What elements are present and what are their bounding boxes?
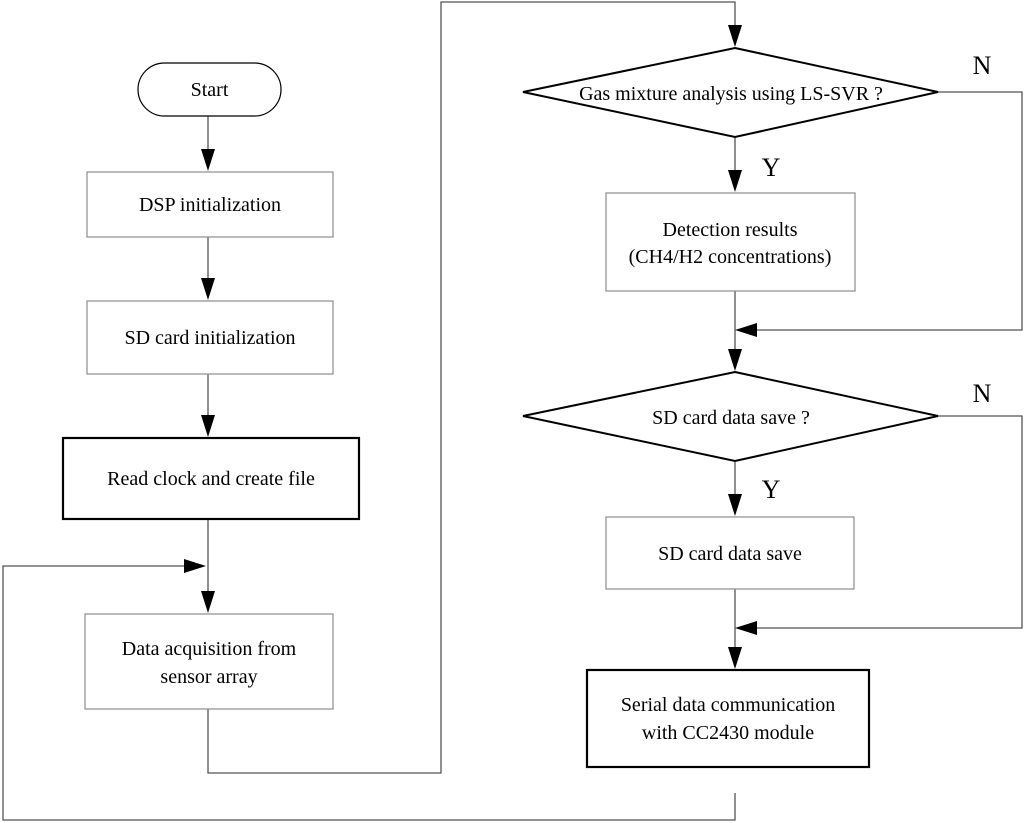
sd-save-node: SD card data save: [605, 516, 855, 590]
start-node: Start: [137, 62, 282, 117]
sd-init-label: SD card initialization: [124, 327, 295, 349]
connector-sd-no: [756, 415, 1023, 629]
sd-init-node: SD card initialization: [86, 300, 334, 375]
arrow-to-dsp: [201, 149, 215, 171]
sd-yes-label: Y: [762, 475, 781, 504]
serial-label-line-1: Serial data communication: [621, 694, 835, 716]
dsp-init-label: DSP initialization: [139, 194, 281, 216]
read-clock-label: Read clock and create file: [107, 468, 315, 490]
gas-decision-label: Gas mixture analysis using LS-SVR ?: [579, 83, 883, 105]
connector-gas-no: [756, 91, 1023, 331]
acquisition-box: [84, 613, 334, 710]
read-clock-box: [61, 436, 361, 521]
arrow-to-detection: [728, 170, 742, 192]
detection-label-line-1: Detection results: [663, 219, 798, 241]
serial-box: [585, 668, 871, 769]
start-label: Start: [191, 79, 229, 101]
acquisition-label-line-2: sensor array: [160, 666, 257, 688]
acquisition-node: Data acquisition from sensor array: [84, 613, 334, 710]
connector-loop-back: [2, 565, 736, 821]
serial-node: Serial data communication with CC2430 mo…: [585, 668, 871, 769]
sd-no-label: N: [973, 379, 992, 408]
arrowheads: [184, 25, 757, 669]
arrow-to-gas-decision: [728, 25, 742, 47]
start-terminal-shape: [137, 62, 282, 117]
gas-no-label: N: [973, 51, 992, 80]
arrow-to-sd-init: [201, 278, 215, 300]
detection-node: Detection results (CH4/H2 concentrations…: [605, 192, 856, 292]
dsp-init-box: [86, 171, 334, 238]
connector-acq-gas: [207, 1, 736, 774]
read-clock-node: Read clock and create file: [61, 436, 361, 521]
sd-decision-diamond: [522, 370, 939, 463]
arrow-to-sd-save: [728, 494, 742, 516]
arrow-to-sd-decision: [728, 349, 742, 371]
gas-yes-label: Y: [762, 153, 781, 182]
acquisition-label-line-1: Data acquisition from: [122, 638, 297, 660]
sd-save-box: [605, 516, 855, 590]
arrow-to-read-clock: [201, 415, 215, 437]
detection-box: [605, 192, 856, 292]
sd-decision-label: SD card data save ?: [652, 407, 810, 429]
gas-decision-diamond: [522, 46, 939, 139]
gas-decision-node: Gas mixture analysis using LS-SVR ?: [522, 46, 939, 139]
sd-init-box: [86, 300, 334, 375]
arrow-gas-no-merge: [735, 323, 757, 337]
arrow-loop-back: [184, 559, 206, 573]
dsp-init-node: DSP initialization: [86, 171, 334, 238]
sd-decision-node: SD card data save ?: [522, 370, 939, 463]
serial-label-line-2: with CC2430 module: [642, 722, 814, 744]
detection-label-line-2: (CH4/H2 concentrations): [629, 246, 832, 268]
sd-save-label: SD card data save: [658, 543, 802, 565]
arrow-to-serial: [728, 647, 742, 669]
arrow-to-acquisition: [201, 591, 215, 613]
arrow-sd-no-merge: [735, 621, 757, 635]
